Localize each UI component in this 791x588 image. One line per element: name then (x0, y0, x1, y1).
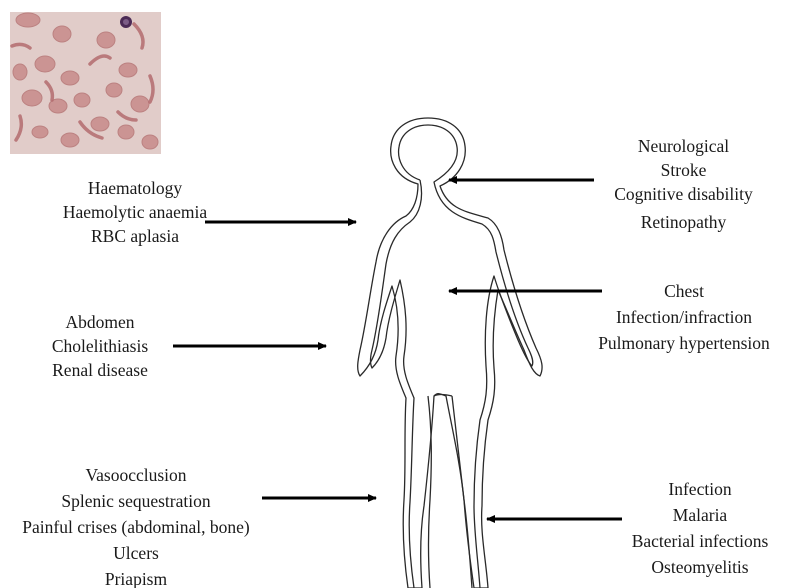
neurological-heading: Neurological (596, 134, 771, 158)
retinopathy-label: Retinopathy (596, 210, 771, 234)
splenic-sequestration-label: Splenic sequestration (0, 488, 272, 514)
neurological-label-group: Neurological Stroke Cognitive disability… (596, 134, 771, 234)
vasoocclusion-label-group: Vasoocclusion Splenic sequestration Pain… (0, 462, 272, 588)
haematology-label-group: Haematology Haemolytic anaemia RBC aplas… (20, 176, 250, 248)
bacterial-infections-label: Bacterial infections (612, 528, 788, 554)
infection-infraction-label: Infection/infraction (578, 304, 790, 330)
pulmonary-hypertension-label: Pulmonary hypertension (578, 330, 790, 356)
chest-label-group: Chest Infection/infraction Pulmonary hyp… (578, 278, 790, 356)
priapism-label: Priapism (0, 566, 272, 588)
abdomen-label-group: Abdomen Cholelithiasis Renal disease (20, 310, 180, 382)
haemolytic-anaemia-label: Haemolytic anaemia (20, 200, 250, 224)
chest-heading: Chest (578, 278, 790, 304)
renal-disease-label: Renal disease (20, 358, 180, 382)
malaria-label: Malaria (612, 502, 788, 528)
abdomen-heading: Abdomen (20, 310, 180, 334)
infection-label-group: Infection Malaria Bacterial infections O… (612, 476, 788, 580)
vasoocclusion-heading: Vasoocclusion (0, 462, 272, 488)
osteomyelitis-label: Osteomyelitis (612, 554, 788, 580)
cholelithiasis-label: Cholelithiasis (20, 334, 180, 358)
ulcers-label: Ulcers (0, 540, 272, 566)
rbc-aplasia-label: RBC aplasia (20, 224, 250, 248)
stroke-label: Stroke (596, 158, 771, 182)
haematology-heading: Haematology (20, 176, 250, 200)
infection-heading: Infection (612, 476, 788, 502)
painful-crises-label: Painful crises (abdominal, bone) (0, 514, 272, 540)
cognitive-disability-label: Cognitive disability (596, 182, 771, 206)
